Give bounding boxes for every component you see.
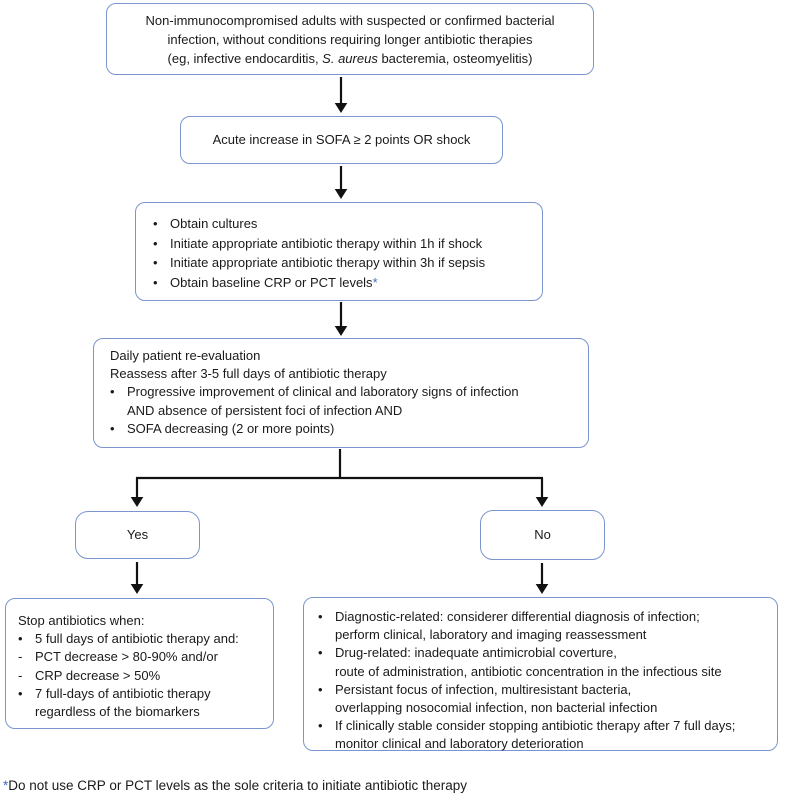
bullet-text: Obtain cultures bbox=[170, 216, 258, 231]
footnote-asterisk: * bbox=[3, 778, 9, 793]
bullet-marker: • bbox=[318, 609, 323, 624]
bullet-line2: regardless of the biomarkers bbox=[35, 704, 200, 720]
bullet-marker: • bbox=[153, 216, 158, 231]
bullet-line1: Progressive improvement of clinical and … bbox=[127, 384, 519, 400]
sofa-trigger-text: Acute increase in SOFA ≥ 2 points OR sho… bbox=[212, 131, 471, 147]
arrowhead-eligibility-to-trigger bbox=[334, 103, 348, 113]
bullet-marker: • bbox=[18, 631, 23, 647]
bullet-line2: monitor clinical and laboratory deterior… bbox=[335, 736, 584, 752]
bullet-therapy-3h-sepsis: • Initiate appropriate antibiotic therap… bbox=[153, 253, 534, 273]
bullet-text: Initiate appropriate antibiotic therapy … bbox=[170, 255, 486, 270]
eligibility-line3: (eg, infective endocarditis, S. aureus b… bbox=[168, 49, 533, 68]
bullet-crp-decrease: - CRP decrease > 50% bbox=[18, 667, 267, 685]
bullet-clinically-stable: • If clinically stable consider stopping… bbox=[318, 717, 769, 753]
bullet-text: Initiate appropriate antibiotic therapy … bbox=[170, 235, 483, 251]
bullet-line1: Diagnostic-related: considerer different… bbox=[335, 609, 700, 624]
bullet-marker: • bbox=[110, 420, 115, 436]
reevaluation-line2: Reassess after 3-5 full days of antibiot… bbox=[110, 366, 387, 382]
bullet-marker: • bbox=[110, 384, 115, 400]
box-stop-antibiotics: Stop antibiotics when: • 5 full days of … bbox=[5, 598, 274, 729]
bullet-marker: • bbox=[153, 235, 158, 251]
arrowhead-branch-to-yes bbox=[130, 497, 144, 507]
bullet-marker: • bbox=[153, 274, 158, 290]
bullet-marker: • bbox=[18, 685, 23, 701]
box-eligibility-criteria: Non-immunocompromised adults with suspec… bbox=[106, 3, 594, 75]
bullet-text: 5 full days of antibiotic therapy and: bbox=[35, 631, 239, 647]
bullet-text: SOFA decreasing (2 or more points) bbox=[127, 420, 335, 436]
bullet-line2: overlapping nosocomial infection, non ba… bbox=[335, 700, 658, 716]
bullet-progressive-improvement: • Progressive improvement of clinical an… bbox=[110, 383, 580, 419]
bullet-text: PCT decrease > 80-90% and/or bbox=[35, 649, 218, 665]
box-yes: Yes bbox=[75, 511, 200, 559]
bullet-drug-related: • Drug-related: inadequate antimicrobial… bbox=[318, 644, 769, 680]
box-no-outcome-actions: • Diagnostic-related: considerer differe… bbox=[303, 597, 778, 751]
bullet-text: Obtain baseline CRP or PCT levels bbox=[170, 274, 373, 290]
bullet-line2: route of administration, antibiotic conc… bbox=[335, 663, 722, 679]
bullet-pct-decrease: - PCT decrease > 80-90% and/or bbox=[18, 648, 267, 666]
bullet-line2: AND absence of persistent foci of infect… bbox=[127, 402, 403, 418]
eligibility-line3-post: bacteremia, osteomyelitis) bbox=[377, 50, 533, 66]
bullet-marker: • bbox=[153, 255, 158, 270]
stop-box-title: Stop antibiotics when: bbox=[18, 613, 145, 628]
arrowhead-no-to-differential bbox=[535, 584, 549, 594]
box-initial-actions: • Obtain cultures • Initiate appropriate… bbox=[135, 202, 543, 301]
bullet-5-full-days: • 5 full days of antibiotic therapy and: bbox=[18, 630, 267, 648]
bullet-7-full-days: • 7 full-days of antibiotic therapy rega… bbox=[18, 685, 267, 721]
arrowhead-trigger-to-actions bbox=[334, 189, 348, 199]
bullet-persistent-focus: • Persistant focus of infection, multire… bbox=[318, 681, 769, 717]
footnote: *Do not use CRP or PCT levels as the sol… bbox=[3, 777, 467, 795]
bullet-text: CRP decrease > 50% bbox=[35, 667, 161, 683]
box-no: No bbox=[480, 510, 605, 560]
bullet-baseline-crp-pct: • Obtain baseline CRP or PCT levels* bbox=[153, 273, 534, 293]
bullet-line1: Persistant focus of infection, multiresi… bbox=[335, 681, 632, 697]
bullet-diagnostic-related: • Diagnostic-related: considerer differe… bbox=[318, 608, 769, 644]
bullet-line1: Drug-related: inadequate antimicrobial c… bbox=[335, 645, 617, 661]
eligibility-line2: infection, without conditions requiring … bbox=[167, 31, 533, 47]
bullet-marker: • bbox=[318, 718, 323, 734]
reevaluation-line1: Daily patient re-evaluation bbox=[110, 348, 261, 363]
bullet-sofa-decreasing: • SOFA decreasing (2 or more points) bbox=[110, 420, 580, 438]
bullet-marker: • bbox=[318, 645, 323, 661]
bullet-therapy-1h-shock: • Initiate appropriate antibiotic therap… bbox=[153, 234, 534, 254]
bullet-marker: - bbox=[18, 649, 23, 665]
species-name-italic: S. aureus bbox=[322, 50, 378, 66]
bullet-line2: perform clinical, laboratory and imaging… bbox=[335, 627, 647, 643]
box-sofa-trigger: Acute increase in SOFA ≥ 2 points OR sho… bbox=[180, 116, 503, 164]
box-daily-reevaluation: Daily patient re-evaluation Reassess aft… bbox=[93, 338, 589, 448]
footnote-text: Do not use CRP or PCT levels as the sole… bbox=[8, 778, 467, 793]
arrowhead-actions-to-reevaluation bbox=[334, 326, 348, 336]
eligibility-line3-pre: (eg, infective endocarditis, bbox=[167, 50, 323, 66]
bullet-marker: • bbox=[318, 681, 323, 697]
arrowhead-branch-to-no bbox=[535, 497, 549, 507]
bullet-line1: If clinically stable consider stopping a… bbox=[335, 718, 736, 734]
no-label: No bbox=[534, 526, 551, 542]
bullet-marker: - bbox=[18, 667, 23, 683]
bullet-obtain-cultures: • Obtain cultures bbox=[153, 214, 534, 234]
bullet-line1: 7 full-days of antibiotic therapy bbox=[35, 685, 211, 701]
footnote-asterisk-ref: * bbox=[372, 274, 378, 290]
eligibility-line1: Non-immunocompromised adults with suspec… bbox=[145, 12, 555, 28]
arrowhead-yes-to-stop bbox=[130, 584, 144, 594]
yes-label: Yes bbox=[126, 526, 149, 542]
